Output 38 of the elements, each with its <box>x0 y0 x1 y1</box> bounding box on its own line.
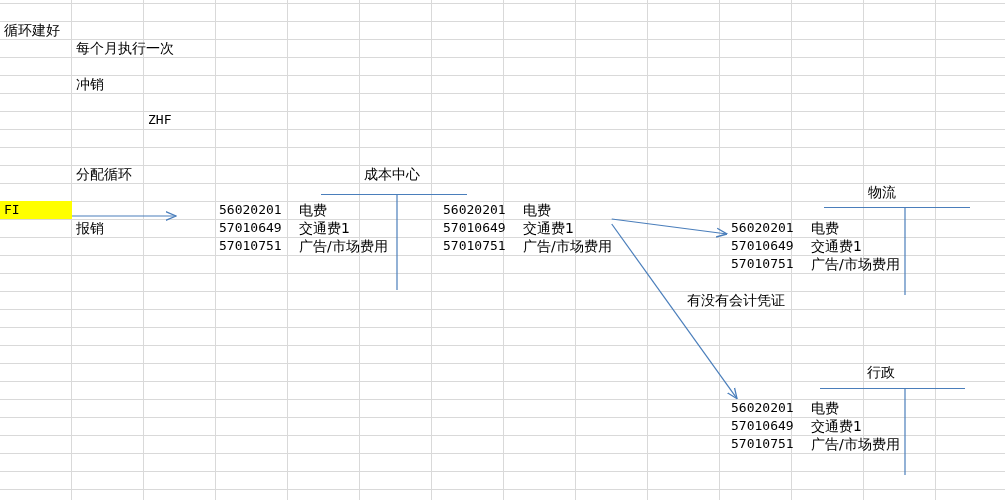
account-code: 56020201 <box>219 200 283 219</box>
note-text: ZHF <box>148 110 172 129</box>
arrow <box>71 210 177 222</box>
account-name: 交通费1 <box>811 416 863 435</box>
note-text: 分配循环 <box>76 164 132 183</box>
account-title: 物流 <box>868 182 896 201</box>
account-name: 交通费1 <box>299 218 351 237</box>
account-name: 电费 <box>523 200 552 219</box>
account-code: 56020201 <box>731 398 795 417</box>
account-code: 57010649 <box>731 236 795 255</box>
account-code: 57010751 <box>219 236 283 255</box>
account-code: 57010751 <box>731 254 795 273</box>
note-text: 循环建好 <box>4 20 60 39</box>
highlighted-cell: FI <box>0 200 72 219</box>
edge-label: 报销 <box>76 218 104 237</box>
arrow <box>611 218 728 238</box>
account-code: 57010649 <box>731 416 795 435</box>
account-title: 行政 <box>867 362 895 381</box>
account-code: 57010649 <box>219 218 283 237</box>
account-code: 57010751 <box>731 434 795 453</box>
note-text: 每个月执行一次 <box>76 38 174 57</box>
account-code: 56020201 <box>731 218 795 237</box>
account-name: 交通费1 <box>811 236 863 255</box>
arrow <box>611 223 738 400</box>
note-text: 冲销 <box>76 74 104 93</box>
account-title: 成本中心 <box>364 164 420 183</box>
edge-label: 有没有会计凭证 <box>687 290 785 309</box>
account-name: 广告/市场费用 <box>299 236 388 255</box>
account-name: 广告/市场费用 <box>811 434 900 453</box>
account-name: 交通费1 <box>523 218 575 237</box>
account-name: 广告/市场费用 <box>523 236 612 255</box>
account-code: 56020201 <box>443 200 507 219</box>
account-name: 电费 <box>299 200 328 219</box>
account-name: 广告/市场费用 <box>811 254 900 273</box>
account-name: 电费 <box>811 218 840 237</box>
account-name: 电费 <box>811 398 840 417</box>
account-code: 57010649 <box>443 218 507 237</box>
account-code: 57010751 <box>443 236 507 255</box>
